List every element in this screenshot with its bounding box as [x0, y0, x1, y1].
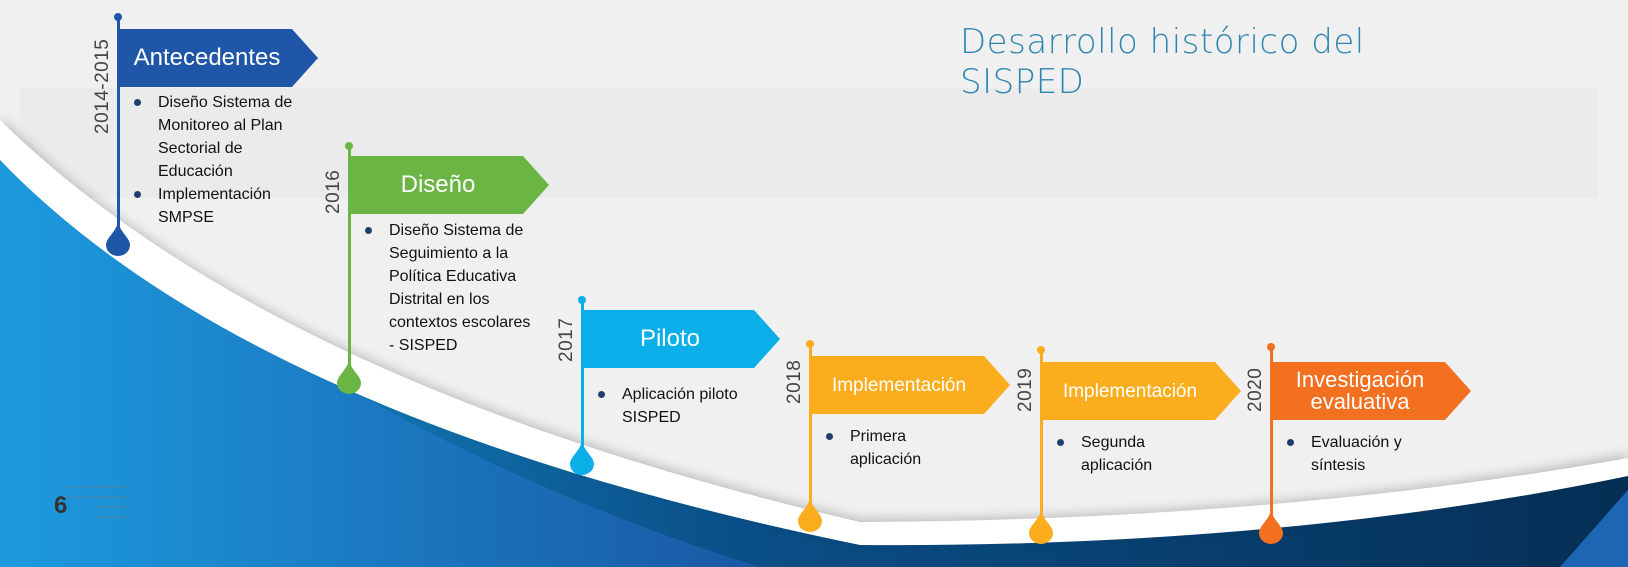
- page-title: Desarrollo histórico del SISPED: [960, 22, 1365, 102]
- milestone-flag: Diseño: [349, 156, 549, 214]
- milestone-bullets: Diseño Sistema de Seguimiento a la Polít…: [357, 219, 537, 357]
- milestone-bullets: Aplicación piloto SISPED: [590, 383, 760, 429]
- bullet-item: Diseño Sistema de Seguimiento a la Polít…: [357, 219, 537, 357]
- milestone-knob: [578, 296, 586, 304]
- droplet-icon: [798, 498, 822, 532]
- milestone-year: 2016: [323, 169, 344, 214]
- milestone-knob: [806, 340, 814, 348]
- milestone-knob: [1267, 343, 1275, 351]
- milestone-pole: [581, 300, 584, 452]
- milestone-pole: [809, 344, 812, 510]
- milestone-bullets: Primera aplicación: [818, 425, 958, 471]
- droplet-icon: [337, 360, 361, 394]
- milestone-knob: [114, 13, 122, 21]
- droplet-icon: [1259, 510, 1283, 544]
- droplet-icon: [106, 222, 130, 256]
- milestone-knob: [1037, 346, 1045, 354]
- milestone-flag: Piloto: [582, 310, 780, 368]
- droplet-icon: [570, 441, 594, 475]
- milestone-flag: Antecedentes: [118, 29, 318, 87]
- milestone-year: 2017: [556, 317, 577, 362]
- milestone-flag: Implementación: [1041, 362, 1241, 420]
- milestone-bullets: Segunda aplicación: [1049, 431, 1189, 477]
- bullet-item: Diseño Sistema de Monitoreo al Plan Sect…: [126, 91, 301, 183]
- dots-decoration: [68, 486, 130, 518]
- milestone-year: 2019: [1015, 367, 1036, 412]
- milestone-flag: Implementación: [810, 356, 1010, 414]
- milestone-bullets: Evaluación y síntesis: [1279, 431, 1419, 477]
- bullet-item: Evaluación y síntesis: [1279, 431, 1419, 477]
- bullet-item: Segunda aplicación: [1049, 431, 1189, 477]
- bullet-item: Primera aplicación: [818, 425, 958, 471]
- milestone-knob: [345, 142, 353, 150]
- bullet-item: Aplicación piloto SISPED: [590, 383, 760, 429]
- page-number: 6: [54, 492, 68, 519]
- bullet-item: Implementación SMPSE: [126, 183, 301, 229]
- milestone-year: 2018: [784, 359, 805, 404]
- milestone-flag: Investigación evaluativa: [1271, 362, 1471, 420]
- milestone-pole: [1040, 350, 1043, 518]
- milestone-pole: [348, 146, 351, 370]
- milestone-year: 2020: [1245, 367, 1266, 412]
- milestone-year: 2014-2015: [92, 38, 113, 134]
- milestone-bullets: Diseño Sistema de Monitoreo al Plan Sect…: [126, 91, 301, 229]
- milestone-pole: [117, 17, 120, 236]
- milestone-pole: [1270, 347, 1273, 520]
- droplet-icon: [1029, 510, 1053, 544]
